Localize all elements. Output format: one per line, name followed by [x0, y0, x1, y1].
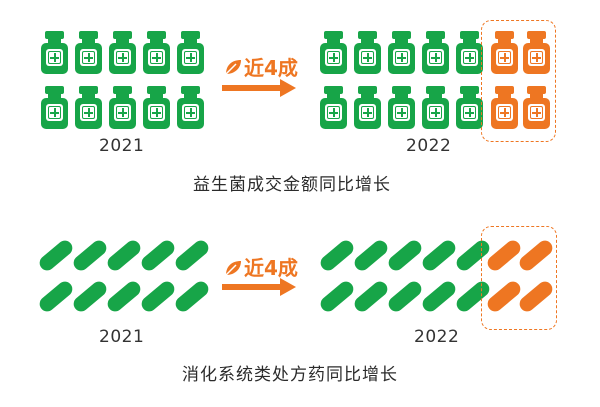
- caption: 益生菌成交金额同比增长: [193, 175, 391, 195]
- capsule-pill-icon: [351, 237, 391, 274]
- capsule-pill-icon: [172, 278, 212, 315]
- medicine-bottle-icon: [177, 31, 204, 74]
- leaf-icon: [225, 60, 241, 75]
- capsule-pill-icon: [385, 237, 425, 274]
- medicine-bottle-icon: [422, 86, 449, 129]
- capsule-pill-icon: [385, 278, 425, 315]
- capsule-pill-icon: [138, 278, 178, 315]
- medicine-bottle-icon: [75, 86, 102, 129]
- capsule-pill-icon: [138, 237, 178, 274]
- medicine-bottle-icon: [491, 31, 518, 74]
- medicine-bottle-icon: [456, 31, 483, 74]
- year-2021-label: 2021: [99, 327, 145, 347]
- capsule-pill-icon: [419, 278, 459, 315]
- capsule-pill-icon: [317, 237, 357, 274]
- right-arrow-icon: [222, 79, 296, 97]
- medicine-bottle-icon: [491, 86, 518, 129]
- increase-highlight-box: [481, 226, 557, 330]
- year-2021-label: 2021: [99, 136, 145, 156]
- medicine-bottle-icon: [75, 31, 102, 74]
- right-arrow-icon: [222, 278, 296, 296]
- medicine-bottle-icon: [354, 31, 381, 74]
- capsule-pill-icon: [317, 278, 357, 315]
- year-2022-label: 2022: [414, 327, 460, 347]
- medicine-bottle-icon: [388, 86, 415, 129]
- medicine-bottle-icon: [320, 86, 347, 129]
- medicine-bottle-icon: [320, 31, 347, 74]
- capsule-pill-icon: [419, 237, 459, 274]
- arrow-label: 近4成: [244, 56, 298, 80]
- capsule-pill-icon: [351, 278, 391, 315]
- capsule-pill-icon: [36, 237, 76, 274]
- medicine-bottle-icon: [143, 31, 170, 74]
- medicine-bottle-icon: [456, 86, 483, 129]
- medicine-bottle-icon: [143, 86, 170, 129]
- medicine-bottle-icon: [109, 31, 136, 74]
- capsule-pill-icon: [70, 237, 110, 274]
- medicine-bottle-icon: [41, 31, 68, 74]
- medicine-bottle-icon: [177, 86, 204, 129]
- medicine-bottle-icon: [523, 31, 550, 74]
- medicine-bottle-icon: [109, 86, 136, 129]
- capsule-pill-icon: [172, 237, 212, 274]
- year-2022-label: 2022: [406, 136, 452, 156]
- increase-highlight-box: [481, 20, 556, 142]
- capsule-pill-icon: [104, 237, 144, 274]
- medicine-bottle-icon: [41, 86, 68, 129]
- caption: 消化系统类处方药同比增长: [182, 365, 398, 385]
- capsule-pill-icon: [36, 278, 76, 315]
- capsule-pill-icon: [70, 278, 110, 315]
- medicine-bottle-icon: [354, 86, 381, 129]
- medicine-bottle-icon: [422, 31, 449, 74]
- medicine-bottle-icon: [523, 86, 550, 129]
- capsule-pill-icon: [104, 278, 144, 315]
- medicine-bottle-icon: [388, 31, 415, 74]
- leaf-icon: [225, 261, 241, 276]
- arrow-label: 近4成: [244, 256, 298, 280]
